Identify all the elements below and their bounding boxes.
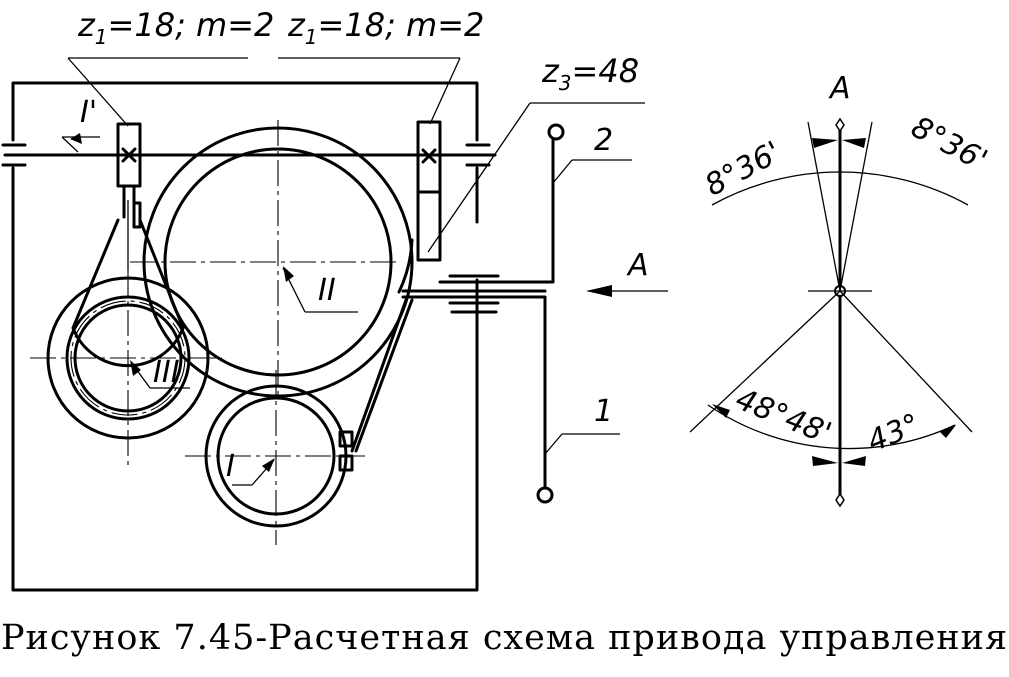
leader-lines (61, 57, 668, 486)
gear-params: =18; m=2 (108, 6, 275, 44)
gear-z3-label: z3=48 (541, 52, 639, 95)
svg-text:z1=18; m=2: z1=18; m=2 (287, 6, 484, 49)
gear-z1-right (416, 120, 442, 262)
output-shaft (401, 123, 565, 504)
z-letter: z (287, 6, 306, 44)
lever-1-label: 1 (594, 394, 613, 429)
view-title-label: A (828, 71, 851, 106)
gear-params: =48 (572, 52, 640, 90)
figure-caption: Рисунок 7.45-Расчетная схема привода упр… (0, 618, 1009, 658)
z-letter: z (77, 6, 96, 44)
shaft-i-prime-label: I' (80, 95, 97, 130)
sector-lever (350, 238, 414, 453)
gear-z1-right-label: z1=18; m=2 (287, 6, 484, 49)
shaft-iii-label: III (153, 355, 180, 390)
z-subscript: 1 (95, 25, 108, 49)
angle-bottom-left-label: 48°48' (731, 382, 836, 452)
angle-top-left-label: 8°36' (699, 135, 787, 204)
z-letter: z (541, 52, 560, 90)
drum-shaft-i (185, 370, 365, 545)
view-arrow-label: A (626, 248, 649, 283)
angle-bottom-right-label: 43° (863, 407, 925, 459)
z-subscript: 3 (559, 71, 572, 95)
angle-top-right-label: 8°36' (905, 110, 993, 179)
drum-shaft-iii (30, 200, 222, 470)
gear-z1-left-label: z1=18; m=2 (77, 6, 274, 49)
svg-text:z1=18; m=2: z1=18; m=2 (77, 6, 274, 49)
shaft-i-label: I (226, 449, 235, 484)
view-a-diagram (689, 117, 973, 508)
drum-shaft-ii (130, 120, 414, 400)
shaft-i-prime (1, 143, 497, 167)
gear-z1-left (116, 122, 142, 229)
svg-text:z3=48: z3=48 (541, 52, 639, 95)
housing-frame (11, 81, 479, 592)
shaft-ii-label: II (318, 273, 336, 308)
lever-2-label: 2 (594, 123, 613, 158)
z-subscript: 1 (305, 25, 318, 49)
gear-params: =18; m=2 (318, 6, 485, 44)
